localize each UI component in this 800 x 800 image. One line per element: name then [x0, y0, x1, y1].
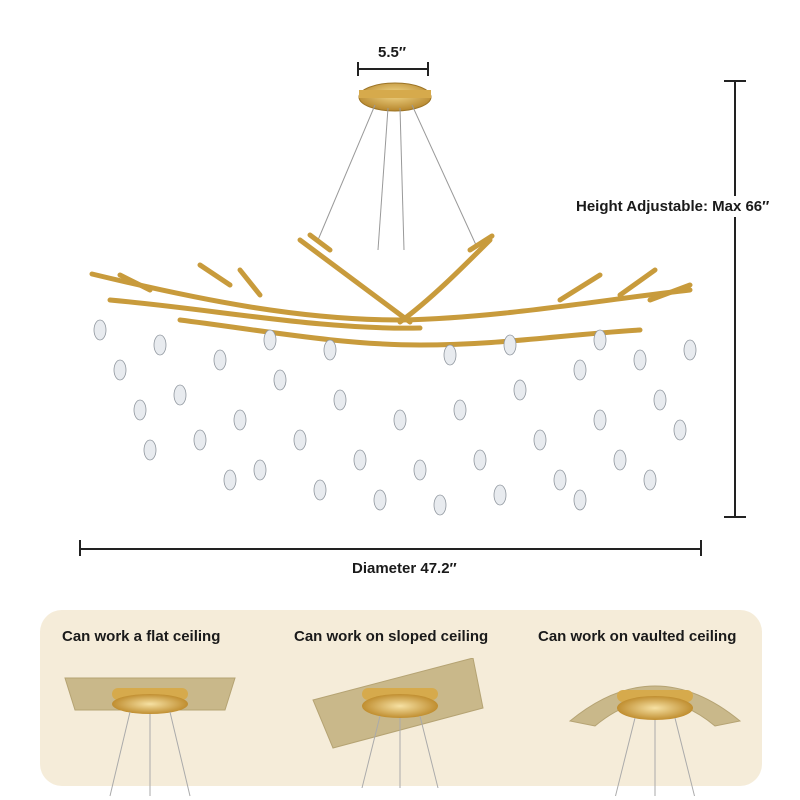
- chandelier-image: [89, 82, 697, 516]
- height-line: [734, 80, 736, 518]
- flat-ceiling-caption: Can work a flat ceiling: [62, 628, 221, 645]
- flat-ceiling-illustration: [64, 677, 236, 797]
- sloped-ceiling-illustration: [312, 658, 484, 788]
- suspension-wires: [317, 104, 477, 251]
- diameter-line: [80, 548, 702, 550]
- canopy-width-line: [358, 68, 428, 70]
- crystal-drops: [93, 319, 697, 516]
- vaulted-ceiling-caption: Can work on vaulted ceiling: [538, 628, 737, 645]
- sloped-ceiling-caption: Can work on sloped ceiling: [294, 628, 489, 645]
- vaulted-ceiling-illustration: [568, 685, 742, 796]
- canopy-width-label: 5.5″: [378, 44, 407, 61]
- gold-branches: [89, 232, 693, 348]
- diameter-label: Diameter 47.2″: [352, 560, 457, 577]
- height-label: Height Adjustable: Max 66″: [576, 196, 770, 217]
